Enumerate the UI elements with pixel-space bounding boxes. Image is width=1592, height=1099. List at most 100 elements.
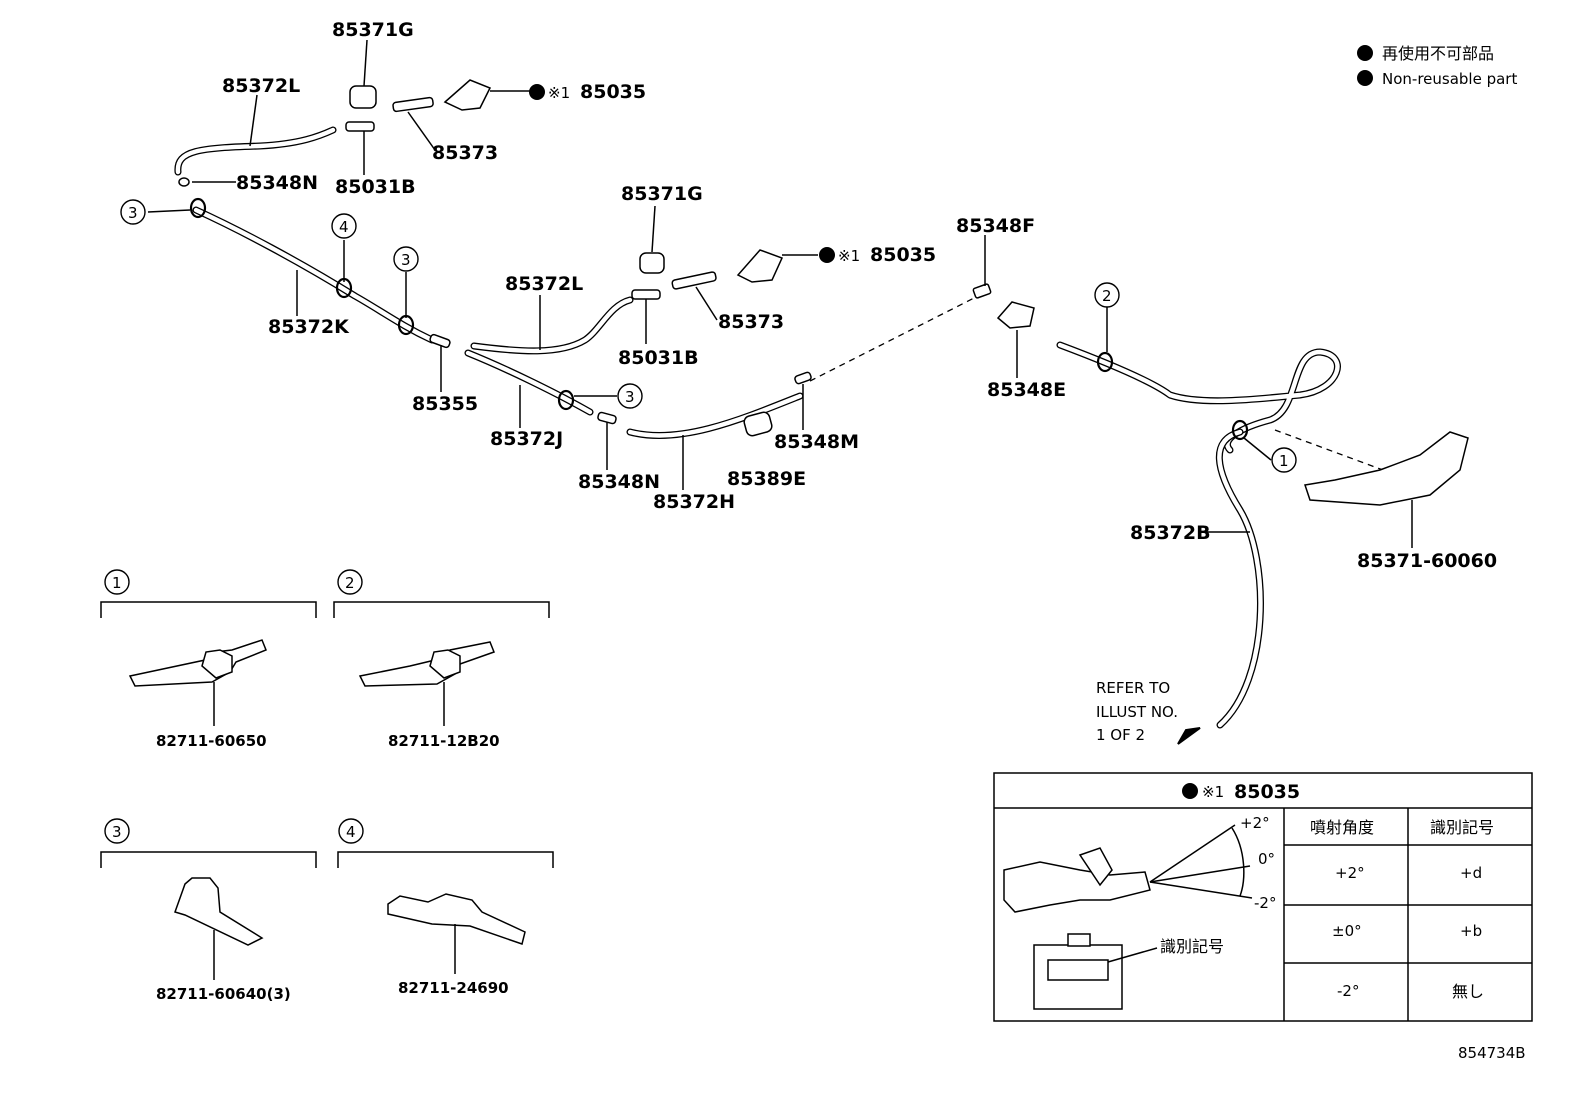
header-id-mark: 識別記号 — [1430, 818, 1494, 837]
part-85373-top — [392, 96, 434, 113]
label-85389E: 85389E — [727, 468, 806, 490]
label-85373-top: 85373 — [432, 142, 498, 164]
label-85035-mid: 85035 — [870, 244, 936, 266]
dashed-connector — [1274, 429, 1411, 481]
svg-text:※1: ※1 — [1202, 783, 1224, 801]
callout-1 — [1271, 447, 1297, 473]
callout-3 — [393, 246, 419, 272]
svg-text:ILLUST NO.: ILLUST NO. — [1096, 703, 1178, 721]
label-85355: 85355 — [412, 393, 478, 415]
part-85031B-mid — [631, 289, 661, 300]
label-85035-top: 85035 — [580, 81, 646, 103]
part-85389E — [743, 411, 773, 437]
legend-en-text: Non-reusable part — [1382, 70, 1517, 88]
callouts: 3 4 3 3 2 1 — [120, 199, 1297, 473]
label-85372H: 85372H — [653, 491, 735, 513]
callout-3 — [617, 383, 643, 409]
nozzle-illustration — [1003, 861, 1151, 913]
hoses — [174, 126, 1341, 729]
svg-text:※1: ※1 — [548, 84, 570, 102]
svg-text:※1: ※1 — [838, 247, 860, 265]
clip-part-82711-60650: 82711-60650 — [156, 732, 267, 750]
svg-text:無し: 無し — [1452, 982, 1484, 1001]
part-85348N-top — [178, 177, 190, 187]
clip-part-82711-60640: 82711-60640(3) — [156, 985, 291, 1003]
label-85372L-mid: 85372L — [505, 273, 583, 295]
arrow-icon — [1177, 727, 1201, 745]
part-85035-mid — [736, 249, 784, 283]
detail-table: ※1 85035 噴射角度 識別記号 +2° +d ±0° +b -2° 無し … — [993, 772, 1533, 1022]
hose-85372H — [626, 392, 804, 440]
svg-text:1 OF 2: 1 OF 2 — [1096, 726, 1145, 744]
svg-text:-2°: -2° — [1254, 894, 1276, 912]
table-title-85035: 85035 — [1234, 781, 1300, 803]
part-85348F — [972, 283, 992, 299]
part-85371-60060 — [1304, 431, 1469, 506]
part-85355 — [429, 333, 451, 349]
clip-part-82711-12B20: 82711-12B20 — [388, 732, 500, 750]
clip-detail-1: 1 82711-60650 — [100, 569, 317, 750]
legend-jp-text: 再使用不可部品 — [1382, 44, 1494, 63]
svg-text:4: 4 — [346, 823, 356, 841]
part-85348E — [996, 301, 1035, 329]
part-85373-mid — [671, 271, 717, 290]
label-85372L-top: 85372L — [222, 75, 300, 97]
label-85371G-top: 85371G — [332, 19, 414, 41]
svg-text:1: 1 — [112, 574, 122, 592]
clip-detail-4: 4 82711-24690 — [337, 818, 554, 997]
part-labels: 85371G 85372L ※1 85035 85373 85348N 8503… — [222, 19, 1497, 572]
leader-lines — [147, 39, 1413, 548]
part-85371G-mid — [639, 252, 665, 274]
label-85373-mid: 85373 — [718, 311, 784, 333]
svg-text:3: 3 — [112, 823, 122, 841]
label-85348F: 85348F — [956, 215, 1035, 237]
callout-2 — [1094, 282, 1120, 308]
svg-text:±0°: ±0° — [1332, 922, 1362, 940]
svg-text:REFER TO: REFER TO — [1096, 679, 1170, 697]
non-reusable-dot-icon — [529, 84, 545, 100]
part-85035-top — [443, 79, 492, 111]
label-85031B-top: 85031B — [335, 176, 416, 198]
svg-text:2: 2 — [345, 574, 355, 592]
clip-part-82711-24690: 82711-24690 — [398, 979, 509, 997]
svg-text:0°: 0° — [1258, 850, 1275, 868]
label-85348N-top: 85348N — [236, 172, 318, 194]
small-parts — [178, 79, 1469, 506]
part-85348M — [794, 371, 812, 385]
legend: 再使用不可部品 Non-reusable part — [1357, 44, 1517, 88]
svg-text:-2°: -2° — [1337, 982, 1359, 1000]
label-85031B-mid: 85031B — [618, 347, 699, 369]
label-85348N-low: 85348N — [578, 471, 660, 493]
hose-85372B — [1215, 428, 1264, 729]
label-85372J: 85372J — [490, 428, 563, 450]
part-85348N-low — [597, 411, 617, 425]
clip-detail-2: 2 82711-12B20 — [333, 569, 550, 750]
callout-4 — [331, 213, 357, 239]
non-reusable-dot-icon — [1182, 783, 1198, 799]
non-reusable-dot-icon — [1357, 70, 1373, 86]
header-spray-angle: 噴射角度 — [1310, 818, 1374, 837]
svg-text:3: 3 — [625, 388, 635, 406]
clip-detail-3: 3 82711-60640(3) — [100, 818, 317, 1003]
figure-number: 854734B — [1458, 1044, 1526, 1062]
svg-text:+2°: +2° — [1335, 864, 1365, 882]
hose-85372L-mid — [470, 296, 634, 355]
svg-text:+2°: +2° — [1240, 814, 1270, 832]
svg-text:3: 3 — [401, 251, 411, 269]
label-85371-60060: 85371-60060 — [1357, 550, 1497, 572]
label-85348E: 85348E — [987, 379, 1066, 401]
svg-text:2: 2 — [1102, 287, 1112, 305]
part-85031B-top — [345, 121, 375, 132]
svg-text:+b: +b — [1460, 922, 1482, 940]
label-85348M: 85348M — [774, 431, 859, 453]
non-reusable-dot-icon — [1357, 45, 1373, 61]
refer-note: REFER TO ILLUST NO. 1 OF 2 — [1096, 679, 1201, 745]
svg-text:1: 1 — [1279, 452, 1289, 470]
svg-text:+d: +d — [1460, 864, 1482, 882]
id-mark-label: 識別記号 — [1160, 937, 1224, 956]
svg-text:4: 4 — [339, 218, 349, 236]
svg-text:3: 3 — [128, 204, 138, 222]
callout-3 — [120, 199, 146, 225]
dashed-connector — [809, 294, 981, 382]
